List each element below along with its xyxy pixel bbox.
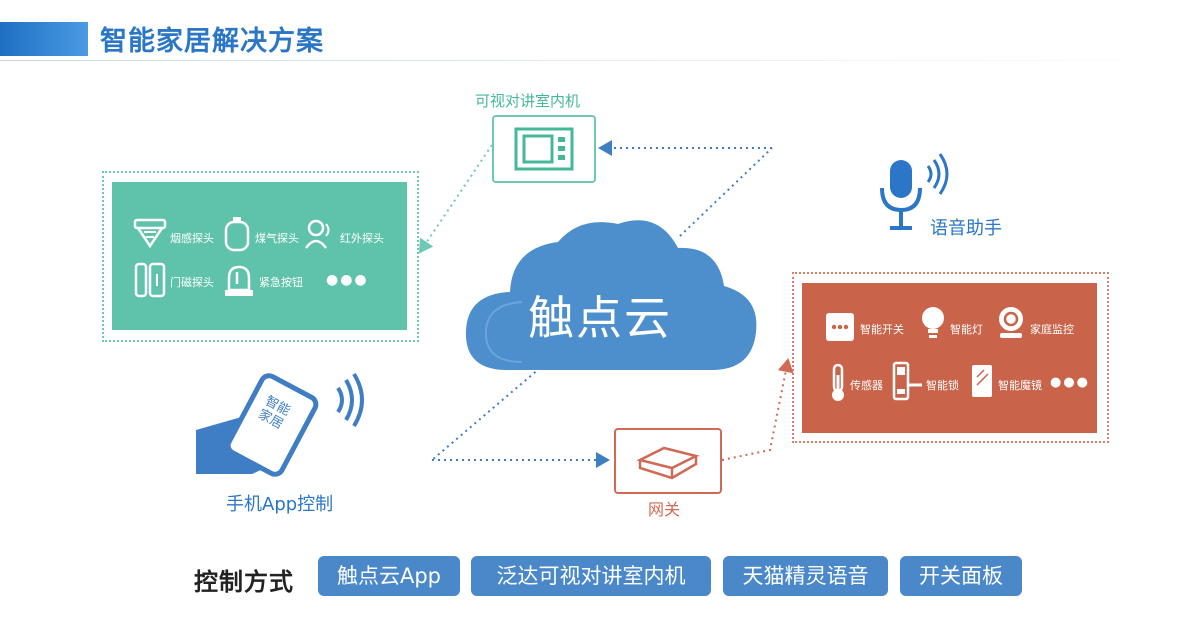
sensors-outline [102,171,419,342]
cloud-shape [465,220,757,370]
control-method-switch-panel: 开关面板 [900,556,1022,596]
sensor-label: 红外探头 [340,232,384,245]
emergency-alarm-icon [225,265,253,296]
sensors-panel: 烟感探头 煤气探头 红外探头 门磁探头 紧急按钮 ●●● [112,182,407,330]
control-method-voice: 天猫精灵语音 [723,556,888,596]
intercom-box [492,115,596,183]
smart-bulb-icon [922,307,944,338]
cloud-label: 触点云 [528,291,672,345]
sensor-label: 烟感探头 [170,232,214,245]
infrared-sensor-icon [304,219,330,249]
intercom-label: 可视对讲室内机 [475,92,581,110]
thermometer-icon [832,363,844,401]
phone-label: 手机App控制 [226,494,334,515]
more-indicator: ●●● [1050,375,1091,390]
device-label: 智能锁 [926,379,959,392]
link-gateway-devices [721,358,794,461]
control-label: 控制方式 [194,568,294,596]
device-label: 智能魔镜 [998,379,1042,392]
devices-panel: 智能开关 智能灯 家庭监控 传感器 智能锁 智能魔镜 ●●● [802,283,1097,433]
camera-icon [999,307,1023,338]
device-label: 智能灯 [950,323,983,336]
device-label: 智能开关 [860,323,904,336]
title-accent-bar [0,22,88,56]
page-title: 智能家居解决方案 [100,26,324,57]
gateway-box [614,428,722,494]
smart-lock-icon [892,361,922,401]
device-label: 家庭监控 [1030,323,1074,336]
smart-switch-icon [826,313,854,341]
sensor-label: 紧急按钮 [259,276,303,289]
voice-label: 语音助手 [930,218,1002,239]
phone-hand-icon [196,372,364,477]
control-method-app: 触点云App [318,556,460,596]
smoke-detector-icon [133,218,167,249]
gas-cylinder-icon [224,217,250,252]
door-magnet-icon [134,262,166,298]
title-underline [0,60,1200,61]
intercom-icon [514,127,574,171]
sensor-label: 门磁探头 [170,276,214,289]
more-indicator: ●●● [326,272,369,288]
control-method-intercom: 泛达可视对讲室内机 [471,556,711,596]
smart-mirror-icon [972,365,992,397]
router-icon [636,446,700,480]
sensor-label: 煤气探头 [255,232,299,245]
devices-outline [792,272,1109,443]
microphone-icon [880,153,949,230]
gateway-label: 网关 [648,500,681,519]
device-label: 传感器 [850,379,883,392]
